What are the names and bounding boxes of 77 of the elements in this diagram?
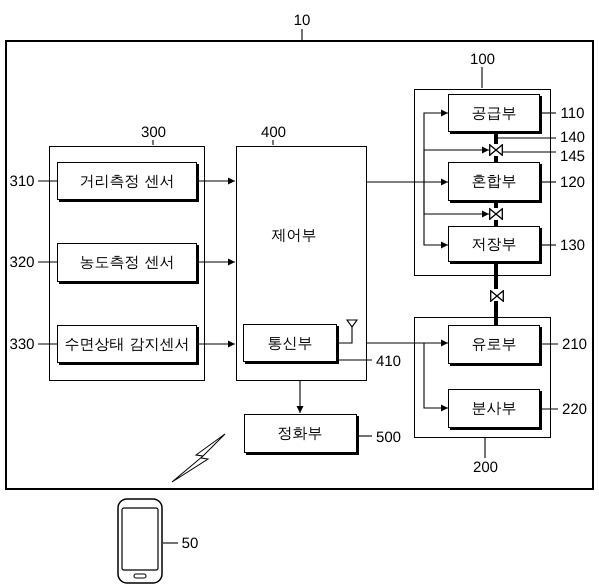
- pipe-segment: [494, 132, 498, 144]
- pipe-line: [494, 156, 498, 162]
- pipe-line: [494, 220, 498, 226]
- process-box: [57, 162, 197, 200]
- unit-group-box: [414, 88, 550, 276]
- process-box: [448, 389, 540, 428]
- reference-numeral: 50: [178, 535, 202, 552]
- reference-numeral: 300: [138, 124, 170, 140]
- unit-group-box: [48, 146, 204, 380]
- leader-line: [163, 542, 178, 544]
- smartphone-drawing: [117, 498, 163, 584]
- process-box: [244, 414, 356, 452]
- process-box: [448, 94, 540, 132]
- box-label: 통신부: [268, 334, 312, 352]
- reference-numeral: 140: [556, 128, 588, 146]
- box-label: 제어부: [272, 226, 316, 244]
- arrow: [197, 258, 235, 266]
- leader-line: [272, 140, 274, 145]
- pipe-line: [494, 301, 498, 325]
- arrow: [197, 178, 235, 184]
- leader-line: [38, 343, 57, 345]
- pipe-line: [494, 262, 498, 289]
- box-label: 농도측정 센서: [80, 253, 174, 272]
- reference-numeral: 500: [372, 428, 404, 446]
- reference-numeral: 330: [6, 336, 38, 352]
- system-frame: [5, 40, 594, 490]
- box-label: 혼합부: [472, 172, 516, 191]
- leader-line: [540, 244, 556, 246]
- process-box: [57, 325, 197, 363]
- leader-line: [540, 112, 556, 114]
- reference-numeral: 110: [556, 104, 588, 122]
- reference-numeral: 200: [468, 458, 502, 476]
- unit-group-box: [414, 316, 550, 438]
- leader-line: [540, 181, 556, 183]
- leader-line: [540, 343, 558, 345]
- leader-line: [481, 67, 483, 88]
- process-box: [448, 325, 540, 364]
- leader-line: [356, 435, 372, 437]
- controller-box: [236, 146, 366, 380]
- valve-icon: [489, 208, 503, 220]
- box-label: 분사부: [472, 399, 516, 418]
- process-box: [243, 324, 337, 362]
- leader-line: [38, 261, 57, 263]
- reference-numeral: 120: [556, 174, 588, 190]
- reference-numeral: 220: [558, 400, 590, 418]
- leader-line: [337, 359, 372, 361]
- process-box: [448, 226, 540, 262]
- leader-line: [484, 437, 486, 458]
- reference-numeral: 100: [466, 50, 498, 68]
- process-box: [448, 162, 540, 201]
- process-box: [57, 243, 197, 282]
- reference-numeral: 400: [258, 124, 290, 140]
- box-label: 거리측정 센서: [80, 172, 174, 190]
- leader-line: [38, 180, 57, 182]
- box-label: 수면상태 감지센서: [64, 334, 190, 354]
- reference-numeral: 10: [290, 12, 314, 29]
- leader-line: [503, 151, 556, 153]
- reference-numeral: 145: [556, 148, 588, 164]
- arrow: [197, 340, 235, 348]
- reference-numeral: 310: [6, 172, 38, 190]
- leader-line: [301, 29, 303, 40]
- box-label: 저장부: [472, 234, 516, 254]
- leader-line: [498, 137, 556, 139]
- reference-numeral: 410: [372, 352, 404, 370]
- arrow: [296, 380, 304, 413]
- leader-line: [152, 140, 154, 145]
- box-label: 정화부: [278, 424, 322, 442]
- reference-numeral: 320: [6, 254, 38, 270]
- box-label: 유로부: [472, 335, 516, 354]
- valve-icon: [489, 144, 503, 156]
- arrow: [366, 181, 448, 248]
- leader-line: [540, 408, 558, 410]
- arrow: [366, 342, 448, 412]
- box-label: 공급부: [472, 104, 516, 122]
- reference-numeral: 130: [556, 236, 588, 254]
- valve-icon: [490, 290, 504, 302]
- reference-numeral: 210: [558, 336, 590, 352]
